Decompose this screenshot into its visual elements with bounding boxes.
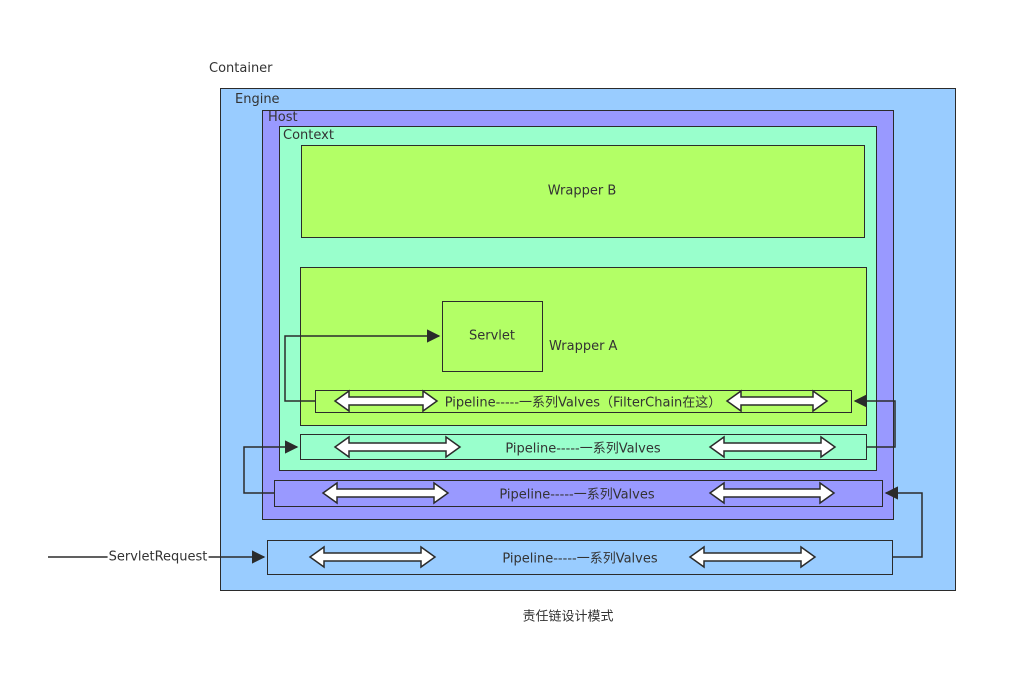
servlet-label: Servlet [469, 328, 515, 344]
context-to-wrapper-arrow [853, 394, 896, 448]
wrapper-pipeline-label: Pipeline-----一系列Valves（FilterChain在这） [444, 395, 722, 411]
servlet-request-label: ServletRequest [107, 549, 209, 565]
valve-host-right [708, 481, 836, 505]
engine-pipeline-label: Pipeline-----一系列Valves [502, 551, 658, 567]
wrapper-a-label: Wrapper A [549, 339, 618, 354]
wrapper-b-label: Wrapper B [547, 183, 617, 199]
valve-engine-left [308, 545, 437, 569]
wrapper-b-box [301, 145, 865, 238]
valve-engine-right [688, 545, 817, 569]
valve-wrapper-left [333, 389, 439, 413]
wrapper-pipeline [315, 390, 852, 413]
context-pipeline-label: Pipeline-----一系列Valves [505, 441, 661, 457]
engine-to-host-arrow [884, 486, 923, 558]
diagram-caption: 责任链设计模式 [522, 609, 614, 625]
engine-label: Engine [235, 92, 280, 107]
wrapper-to-servlet-arrow [284, 329, 441, 402]
host-pipeline-label: Pipeline-----一系列Valves [499, 487, 655, 503]
servlet-box [442, 301, 543, 372]
valve-context-right [708, 435, 837, 459]
host-to-context-arrow [243, 440, 299, 494]
container-label: Container [209, 61, 273, 76]
valve-arrows [308, 389, 837, 569]
host-label: Host [268, 110, 298, 125]
valve-context-left [333, 435, 462, 459]
context-label: Context [283, 128, 334, 143]
valve-wrapper-right [725, 389, 829, 413]
valve-host-left [321, 481, 450, 505]
